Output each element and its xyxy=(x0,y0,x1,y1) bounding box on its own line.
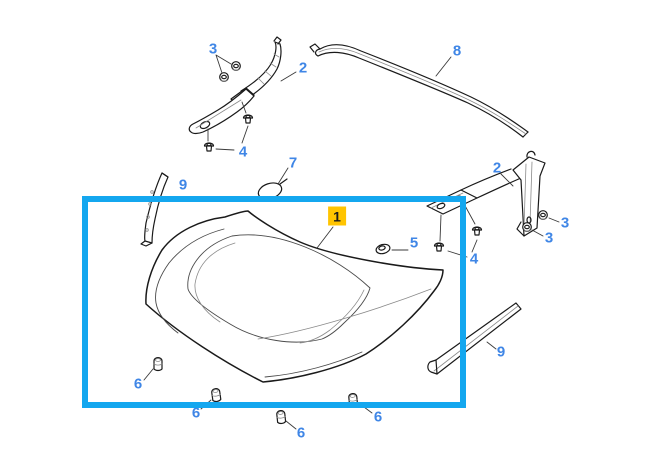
callout-5[interactable]: 5 xyxy=(409,234,419,252)
callout-2[interactable]: 2 xyxy=(298,59,308,77)
hood-hinge-left xyxy=(188,36,282,135)
callout-leader-lines xyxy=(143,54,560,430)
hinge-nut xyxy=(219,72,229,82)
callout-9[interactable]: 9 xyxy=(178,176,188,194)
grommet xyxy=(375,243,391,255)
callout-4[interactable]: 4 xyxy=(469,250,479,268)
callout-1-selected[interactable]: 1 xyxy=(328,206,346,226)
push-clip xyxy=(242,114,254,124)
callout-2[interactable]: 2 xyxy=(492,159,502,177)
push-clip xyxy=(203,142,215,152)
callout-6[interactable]: 6 xyxy=(191,404,201,422)
bumper-stop xyxy=(276,410,287,425)
callout-6[interactable]: 6 xyxy=(373,408,383,426)
callout-9[interactable]: 9 xyxy=(496,343,506,361)
callout-3[interactable]: 3 xyxy=(208,40,218,58)
hinge-nut xyxy=(522,222,532,232)
hinge-nut xyxy=(538,210,548,220)
hinge-nut xyxy=(231,61,241,71)
hood-panel xyxy=(145,210,444,383)
callout-3[interactable]: 3 xyxy=(544,229,554,247)
callout-6[interactable]: 6 xyxy=(133,375,143,393)
cowl-seal-bar xyxy=(309,43,529,138)
push-clip xyxy=(433,242,445,252)
callout-8[interactable]: 8 xyxy=(452,42,462,60)
fender-strip-right xyxy=(427,302,522,375)
callout-3[interactable]: 3 xyxy=(560,214,570,232)
callout-4[interactable]: 4 xyxy=(238,143,248,161)
fender-strip-left xyxy=(140,172,169,247)
push-clip xyxy=(471,226,483,236)
bumper-stop xyxy=(153,357,163,372)
bumper-stop xyxy=(211,388,222,403)
hood-hinge-right xyxy=(426,150,546,237)
callout-7[interactable]: 7 xyxy=(288,154,298,172)
callout-6[interactable]: 6 xyxy=(296,424,306,442)
